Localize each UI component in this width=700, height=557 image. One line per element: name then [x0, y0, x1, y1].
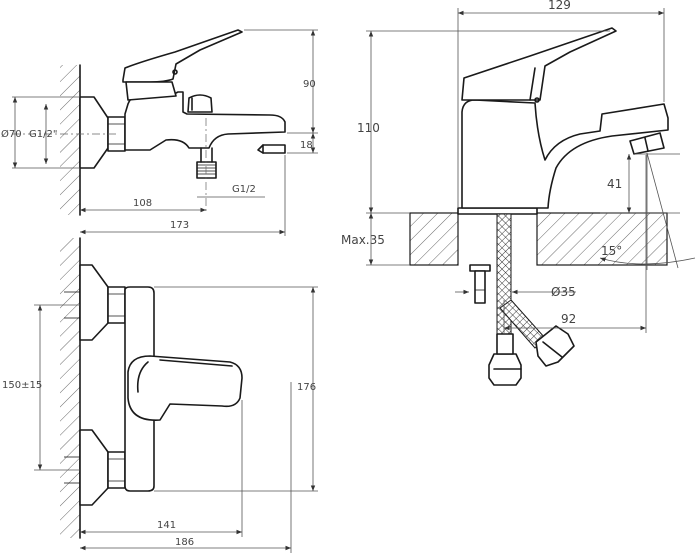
dim-label-150: 150±15	[2, 380, 42, 391]
dim-label-d35: Ø35	[551, 285, 576, 299]
front-view: 150±15 176 141 186	[2, 237, 318, 553]
dim-label-15deg: 15°	[601, 244, 622, 258]
wall-hatch-bottom	[60, 238, 80, 538]
dim-label-g12-inlet: G1/2"	[29, 129, 57, 140]
lever-handle	[122, 29, 243, 83]
front-lever	[127, 355, 243, 421]
countertop-right	[536, 212, 668, 266]
side-view: Ø70 G1/2" 90 18 G1/2 108 173	[1, 29, 318, 236]
dim-label-92: 92	[561, 312, 576, 326]
dim-label-110: 110	[357, 121, 380, 135]
diverter-knob	[187, 94, 213, 113]
dim-label-176: 176	[297, 382, 316, 393]
dim-label-g12-outlet: G1/2	[232, 184, 256, 195]
wall-flange	[79, 96, 109, 169]
wall-hatch-top	[60, 65, 80, 215]
outlet-thread	[196, 161, 217, 179]
dim-label-max35: Max.35	[341, 233, 385, 247]
dim-label-18: 18	[300, 140, 313, 151]
dim-label-41: 41	[607, 177, 622, 191]
dim-label-90: 90	[303, 79, 316, 90]
basin-handle	[461, 27, 617, 101]
countertop-left	[409, 212, 459, 266]
dim-label-141: 141	[157, 520, 176, 531]
basin-mixer-view: 129 110 Max.35 41 15° Ø35 92	[341, 0, 696, 386]
dim-label-186: 186	[175, 537, 194, 548]
dim-label-173: 173	[170, 220, 189, 231]
dim-label-129: 129	[548, 0, 571, 12]
dim-label-108: 108	[133, 198, 152, 209]
dim-label-d70: Ø70	[1, 128, 22, 140]
